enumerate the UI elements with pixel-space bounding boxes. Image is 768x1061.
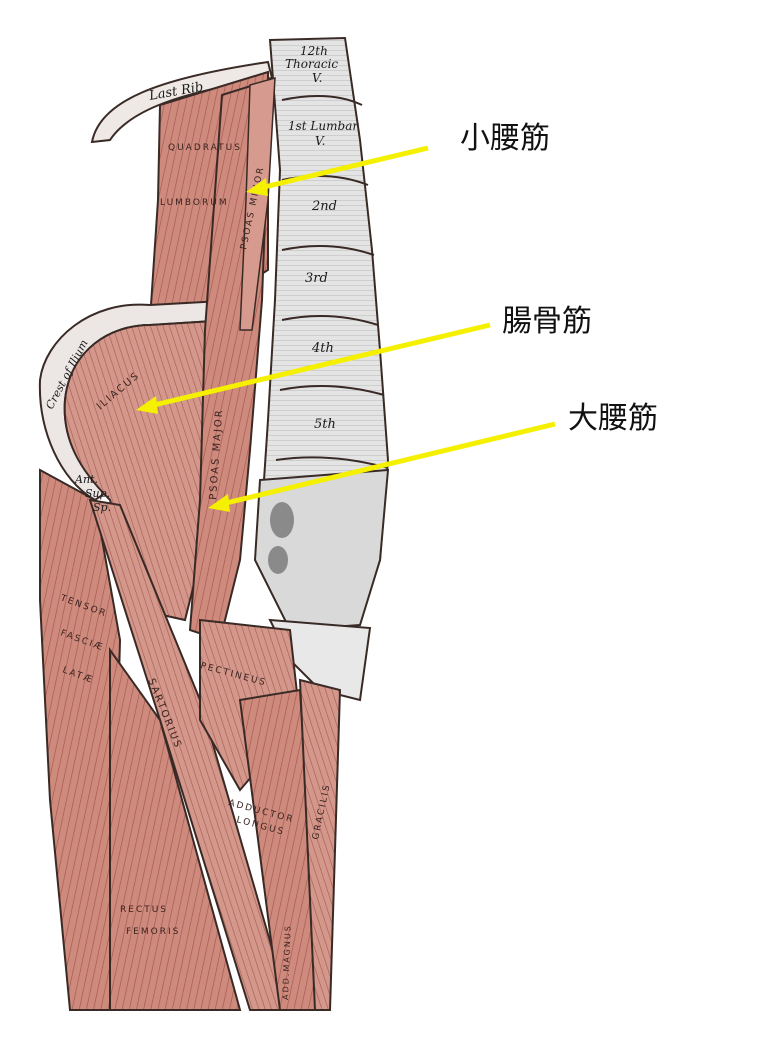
psoas-major-callout: 大腰筋 xyxy=(568,401,658,436)
iliacus-arrow xyxy=(149,322,491,409)
gracilis-muscle xyxy=(298,678,342,1011)
lumbar-5-label: 5th xyxy=(314,417,336,432)
femoris-label: FEMORIS xyxy=(126,927,180,937)
psoas-minor-arrowhead xyxy=(246,178,268,196)
rectus-femoris-muscle xyxy=(109,646,242,1011)
lumbar-2-label: 2nd xyxy=(311,199,337,214)
adductor-magnus-label: ADD.MAGNUS xyxy=(281,924,293,1000)
sp-label: Sp. xyxy=(93,501,111,514)
lumbar-1-v-label: V. xyxy=(315,134,325,148)
psoas-minor-callout: 小腰筋 xyxy=(460,121,550,156)
psoas-minor-muscle xyxy=(239,76,276,331)
psoas-minor-arrow xyxy=(259,145,429,191)
psoas-major-arrowhead xyxy=(208,494,230,512)
quadratus-label: QUADRATUS xyxy=(168,143,242,153)
lumbar-1-label: 1st Lumbar xyxy=(288,119,359,133)
lumbar-3-label: 3rd xyxy=(305,271,328,286)
rectus-label: RECTUS xyxy=(120,905,168,915)
last-rib xyxy=(90,60,274,144)
thoracic-number-label: 12th xyxy=(300,44,328,58)
sacral-foramen xyxy=(268,546,288,574)
lumbar-4-label: 4th xyxy=(311,341,334,356)
ant-label: Ant. xyxy=(74,473,98,486)
sup-label: Sup. xyxy=(85,487,110,500)
psoas-major-arrow xyxy=(221,421,556,507)
iliacus-callout: 腸骨筋 xyxy=(502,304,592,339)
iliacus-arrowhead xyxy=(136,396,158,414)
lumborum-label: LUMBORUM xyxy=(160,198,229,208)
sacral-foramen xyxy=(270,502,294,538)
thoracic-label: Thoracic xyxy=(285,57,338,71)
thoracic-v-label: V. xyxy=(312,71,322,85)
